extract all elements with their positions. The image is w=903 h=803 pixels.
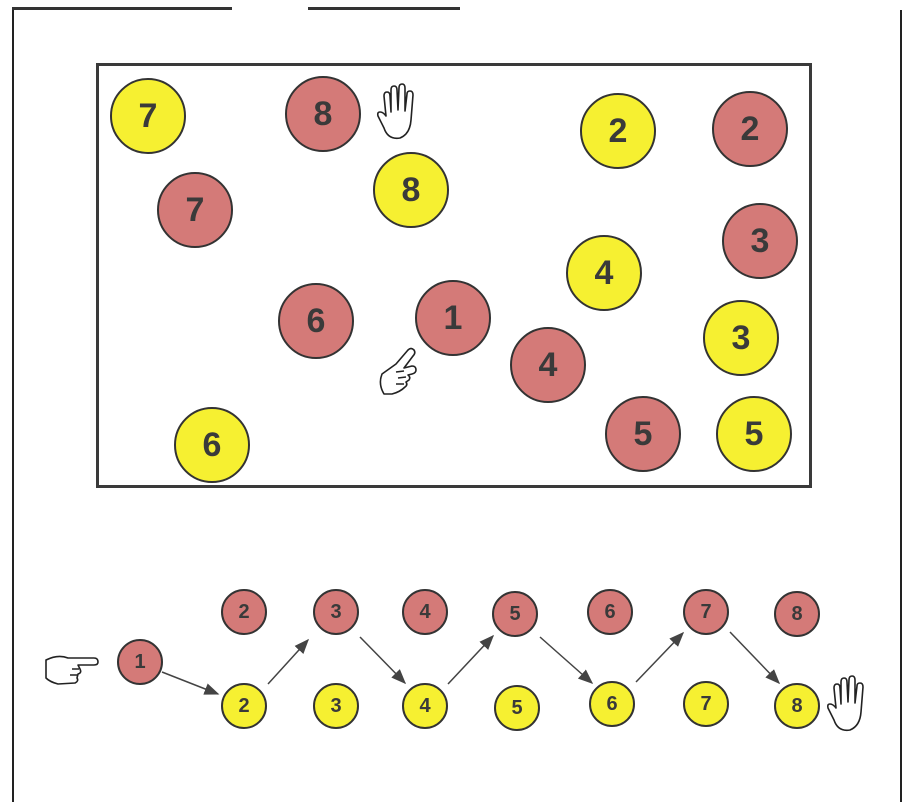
board-ball: 2 (580, 93, 656, 169)
pointing-hand-icon (379, 347, 417, 395)
board-ball: 3 (703, 300, 779, 376)
sequence-top-ball: 2 (221, 589, 267, 635)
sequence-bottom-ball: 4 (402, 683, 448, 729)
sequence-bottom-ball: 3 (313, 683, 359, 729)
top-line-left (12, 7, 232, 10)
board-ball: 7 (157, 172, 233, 248)
board-ball: 8 (373, 152, 449, 228)
board-ball: 6 (174, 407, 250, 483)
open-hand-icon (826, 675, 864, 732)
board-ball: 4 (510, 327, 586, 403)
board-ball: 3 (722, 203, 798, 279)
board-ball: 5 (605, 396, 681, 472)
sequence-top-ball: 3 (313, 589, 359, 635)
board-ball: 4 (566, 235, 642, 311)
sequence-top-ball: 5 (492, 591, 538, 637)
sequence-bottom-ball: 7 (683, 681, 729, 727)
pointing-hand-icon (45, 655, 99, 685)
sequence-bottom-ball: 2 (221, 683, 267, 729)
sequence-start-ball: 1 (117, 639, 163, 685)
sequence-top-ball: 4 (402, 589, 448, 635)
top-line-right (308, 7, 460, 10)
sequence-top-ball: 7 (683, 589, 729, 635)
board-ball: 1 (415, 280, 491, 356)
board-ball: 8 (285, 76, 361, 152)
board-ball: 6 (278, 283, 354, 359)
board-ball: 2 (712, 91, 788, 167)
puzzle-board (96, 63, 812, 488)
sequence-bottom-ball: 5 (494, 685, 540, 731)
page-frame (12, 10, 902, 802)
sequence-top-ball: 8 (774, 591, 820, 637)
board-ball: 7 (110, 78, 186, 154)
board-ball: 5 (716, 396, 792, 472)
open-hand-icon (376, 83, 414, 140)
sequence-bottom-ball: 6 (589, 681, 635, 727)
sequence-top-ball: 6 (587, 589, 633, 635)
sequence-bottom-ball: 8 (774, 683, 820, 729)
